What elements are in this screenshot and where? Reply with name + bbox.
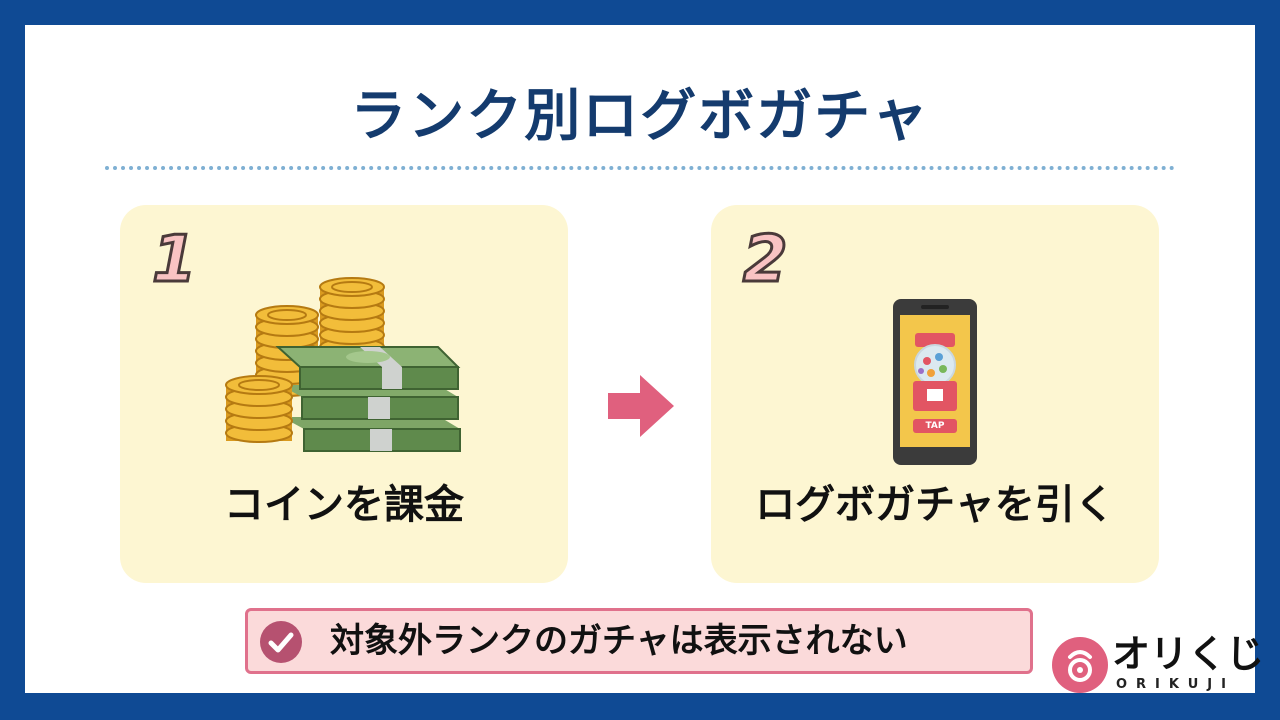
arrow-right-icon [608,375,674,437]
logo-wordmark: オリくじ [1112,632,1265,676]
slide-canvas: ランク別ログボガチャ 1 [25,25,1264,695]
step-label-1: コインを課金 [224,482,464,528]
tap-button-label: TAP [925,421,945,431]
step-card-1: 1 [120,205,568,583]
step-card-2: 2 TAP ログボガチャを引く [711,205,1159,583]
step-number-2: 2 [742,222,790,299]
step-number-1: 1 [151,222,199,299]
note-text: 対象外ランクのガチャは表示されない [330,621,908,661]
coin-stack-front [225,375,293,443]
note-banner: 対象外ランクのガチャは表示されない [245,608,1033,674]
smartphone-gacha-illustration [893,299,977,465]
money-coins-illustration [225,277,461,452]
step-label-2: ログボガチャを引く [755,482,1115,528]
title-divider [105,166,1175,170]
logo-subtitle: ORIKUJI [1116,677,1235,692]
brand-logo: オリくじ ORIKUJI [1052,632,1264,695]
banknote-bundles [275,346,461,452]
page-title: ランク別ログボガチャ [350,84,930,149]
check-circle-icon [260,621,302,663]
coin-stack-back [319,277,385,357]
orikuji-logo-icon [1052,637,1108,693]
